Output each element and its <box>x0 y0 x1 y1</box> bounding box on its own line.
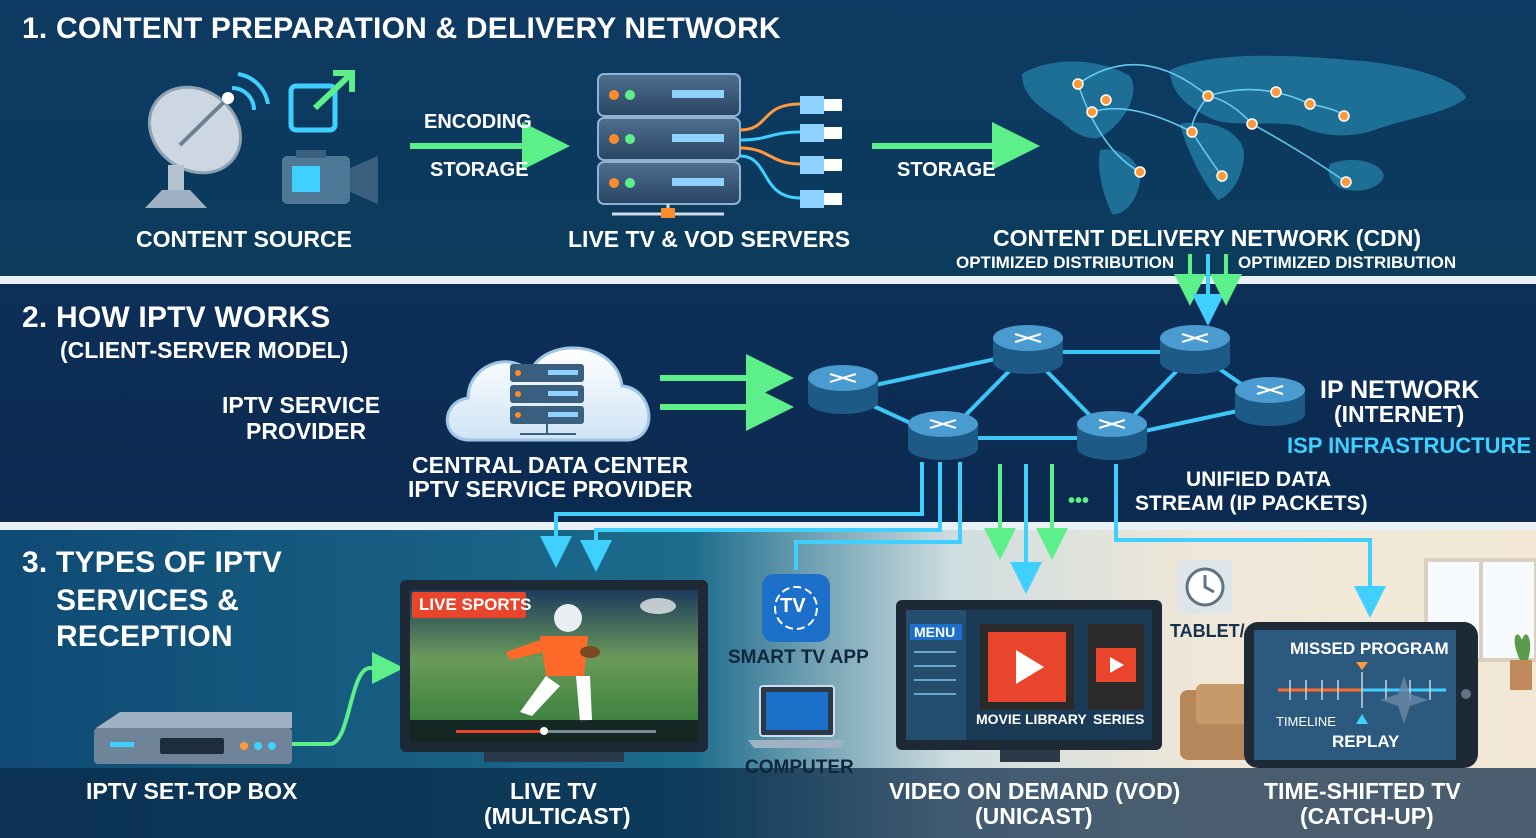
router-icon <box>1235 377 1305 426</box>
smart-tv-app-label: SMART TV APP <box>728 647 869 668</box>
distribution-paths <box>290 462 1386 746</box>
router-icon <box>908 411 978 460</box>
router-icon <box>1077 411 1147 460</box>
video-camera-icon <box>282 150 378 204</box>
tv-app-glyph: TV <box>780 595 806 617</box>
caption-bar <box>0 768 1536 838</box>
play-icon <box>1016 650 1044 684</box>
section2-heading: 2. HOW IPTV WORKS <box>22 301 331 334</box>
storage-label: STORAGE <box>897 159 996 181</box>
datacenter-label: CENTRAL DATA CENTER <box>412 452 689 478</box>
optimized-distribution-label: OPTIMIZED DISTRIBUTION <box>1238 253 1457 272</box>
storage-label: STORAGE <box>430 159 529 181</box>
time-shifted-caption: TIME-SHIFTED TV <box>1264 778 1461 804</box>
live-sports-label: LIVE SPORTS <box>419 595 532 614</box>
provider-label: IPTV SERVICE <box>222 392 381 418</box>
sofa-decor <box>1180 684 1256 760</box>
laptop-icon <box>748 685 846 748</box>
timeline-label: TIMELINE <box>1276 714 1336 729</box>
cdn-label: CONTENT DELIVERY NETWORK (CDN) <box>993 225 1422 251</box>
series-label: SERIES <box>1093 711 1145 727</box>
cloud-icon <box>445 346 651 442</box>
movie-library-label: MOVIE LIBRARY <box>976 711 1087 727</box>
isp-infrastructure-label: ISP INFRASTRUCTURE <box>1287 433 1532 458</box>
ip-network-label: IP NETWORK <box>1320 376 1480 404</box>
live-tv-caption: (MULTICAST) <box>484 803 631 829</box>
plant-decor <box>1510 634 1532 690</box>
content-source-label: CONTENT SOURCE <box>136 226 352 252</box>
section3-heading: RECEPTION <box>56 620 233 653</box>
vod-television-icon <box>896 600 1162 762</box>
world-map-icon <box>1022 55 1466 215</box>
menu-label: MENU <box>914 624 956 640</box>
time-shifted-caption: (CATCH-UP) <box>1300 803 1434 829</box>
ellipsis-dots: ••• <box>1068 490 1090 512</box>
datacenter-label: IPTV SERVICE PROVIDER <box>408 476 693 502</box>
football-player-icon <box>506 604 600 722</box>
section3-heading: SERVICES & <box>56 584 240 617</box>
satellite-dish-icon <box>145 72 270 208</box>
vod-caption: (UNICAST) <box>975 803 1093 829</box>
smart-tv-app-icon <box>762 574 830 642</box>
unified-stream-label: STREAM (IP PACKETS) <box>1135 492 1368 515</box>
servers-label: LIVE TV & VOD SERVERS <box>568 226 851 252</box>
live-sports-badge <box>412 592 526 618</box>
set-top-box-icon <box>94 712 292 764</box>
section3-heading: TYPES OF IPTV <box>56 546 282 579</box>
share-icon <box>288 70 355 133</box>
section-divider <box>0 522 1536 530</box>
optimized-distribution-label: OPTIMIZED DISTRIBUTION <box>956 253 1175 272</box>
router-icon <box>993 325 1063 374</box>
section2-subheading: (CLIENT-SERVER MODEL) <box>60 337 349 363</box>
cdn-downlink-arrows <box>1174 254 1242 326</box>
section-divider <box>0 276 1536 284</box>
set-top-box-caption: IPTV SET-TOP BOX <box>86 778 298 804</box>
ip-network-label: (INTERNET) <box>1334 401 1465 427</box>
missed-program-label: MISSED PROGRAM <box>1290 639 1449 658</box>
replay-label: REPLAY <box>1332 732 1400 751</box>
live-tv-caption: LIVE TV <box>510 778 597 804</box>
clock-icon <box>1178 560 1232 614</box>
provider-label: PROVIDER <box>246 418 367 444</box>
computer-label: COMPUTER <box>745 757 854 778</box>
router-icon <box>808 365 878 414</box>
tablet-icon <box>1244 622 1478 768</box>
section3-heading-number: 3. <box>22 546 48 579</box>
encoding-label: ENCODING <box>424 111 532 133</box>
vod-caption: VIDEO ON DEMAND (VOD) <box>889 778 1181 804</box>
router-icon <box>1160 325 1230 374</box>
unified-stream-label: UNIFIED DATA <box>1186 468 1332 491</box>
section1-heading: 1. CONTENT PREPARATION & DELIVERY NETWOR… <box>22 12 781 45</box>
ethernet-plug-icon <box>739 96 842 208</box>
server-rack-icon <box>597 73 741 218</box>
tablet-label: TABLET/ <box>1170 621 1245 641</box>
